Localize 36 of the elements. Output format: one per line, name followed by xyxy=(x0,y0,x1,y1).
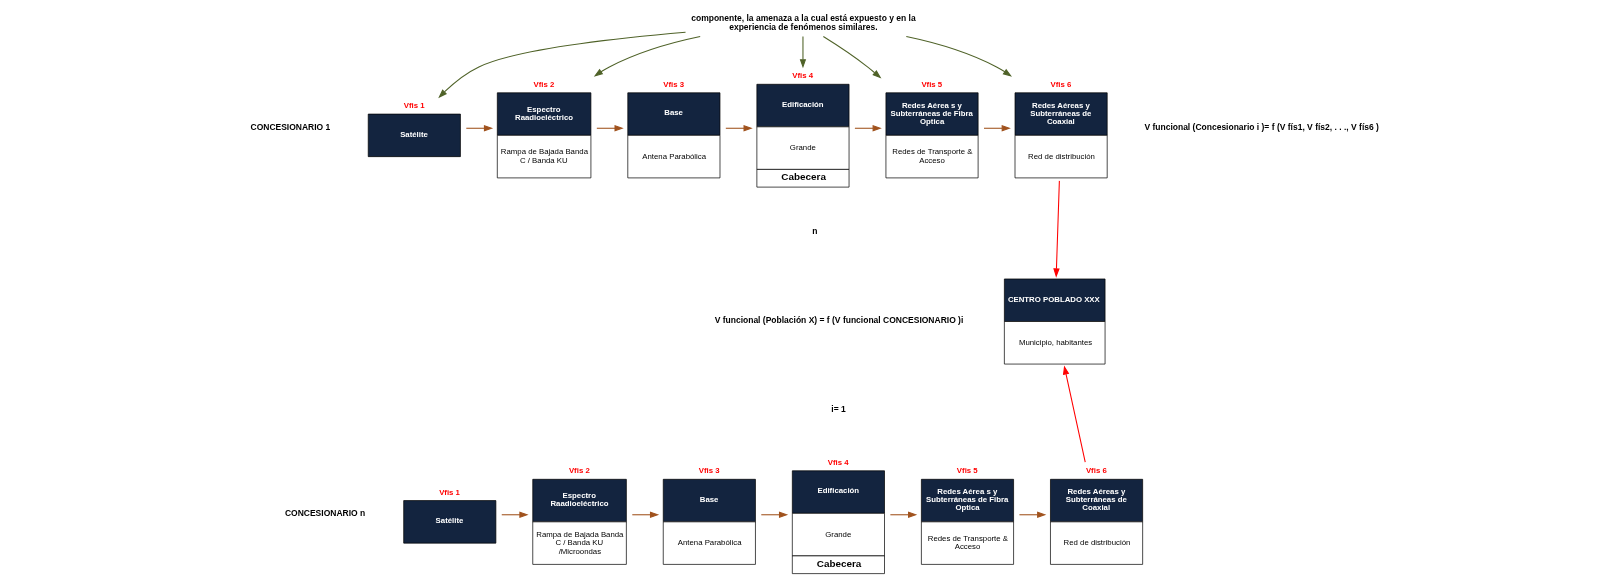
node-label: Vfis 2 xyxy=(532,79,554,89)
arrow xyxy=(982,125,1011,132)
node-text: componente, la amenaza a la cual está expuesto y en la experiencia de fenómenos similares. xyxy=(690,13,916,32)
node-label: Vfis 1 xyxy=(403,101,424,111)
node-label: Vfis 4 xyxy=(791,71,813,81)
node-label: Vfis 5 xyxy=(920,79,942,89)
arrow xyxy=(593,35,701,77)
label: V funcional (Concesionario i )= f (V fís1, V fís2, . . ., V fís6 ) xyxy=(1143,121,1379,132)
arrow xyxy=(822,36,881,79)
label: n xyxy=(811,226,817,237)
arrow xyxy=(889,511,917,518)
arrow xyxy=(631,511,659,518)
node-label: Vfis 5 xyxy=(956,466,978,476)
label: i= 1 xyxy=(830,403,846,414)
arrow xyxy=(1018,511,1046,518)
arrow xyxy=(799,36,806,69)
node-label: Vfis 3 xyxy=(662,79,684,89)
arrow xyxy=(437,31,686,99)
arrow xyxy=(500,511,529,518)
arrow xyxy=(853,125,882,132)
arrow xyxy=(465,125,493,132)
node-label: Vfis 3 xyxy=(698,466,720,476)
label: CONCESIONARIO 1 xyxy=(250,121,330,132)
arrow xyxy=(905,35,1012,77)
node-label: Vfis 4 xyxy=(827,457,849,467)
node-label: Vfis 6 xyxy=(1049,79,1071,89)
label: V funcional (Población X) = f (V funcional CONCESIONARIO )i xyxy=(714,315,963,325)
arrow xyxy=(1052,180,1060,278)
node-label: Vfis 6 xyxy=(1085,466,1107,476)
arrow xyxy=(1062,365,1086,463)
arrow xyxy=(724,125,753,132)
arrow xyxy=(595,125,624,132)
node-label: Vfis 1 xyxy=(438,487,460,497)
arrow xyxy=(760,511,788,518)
node-label: Vfis 2 xyxy=(568,466,590,476)
label: CONCESIONARIO n xyxy=(284,508,365,519)
